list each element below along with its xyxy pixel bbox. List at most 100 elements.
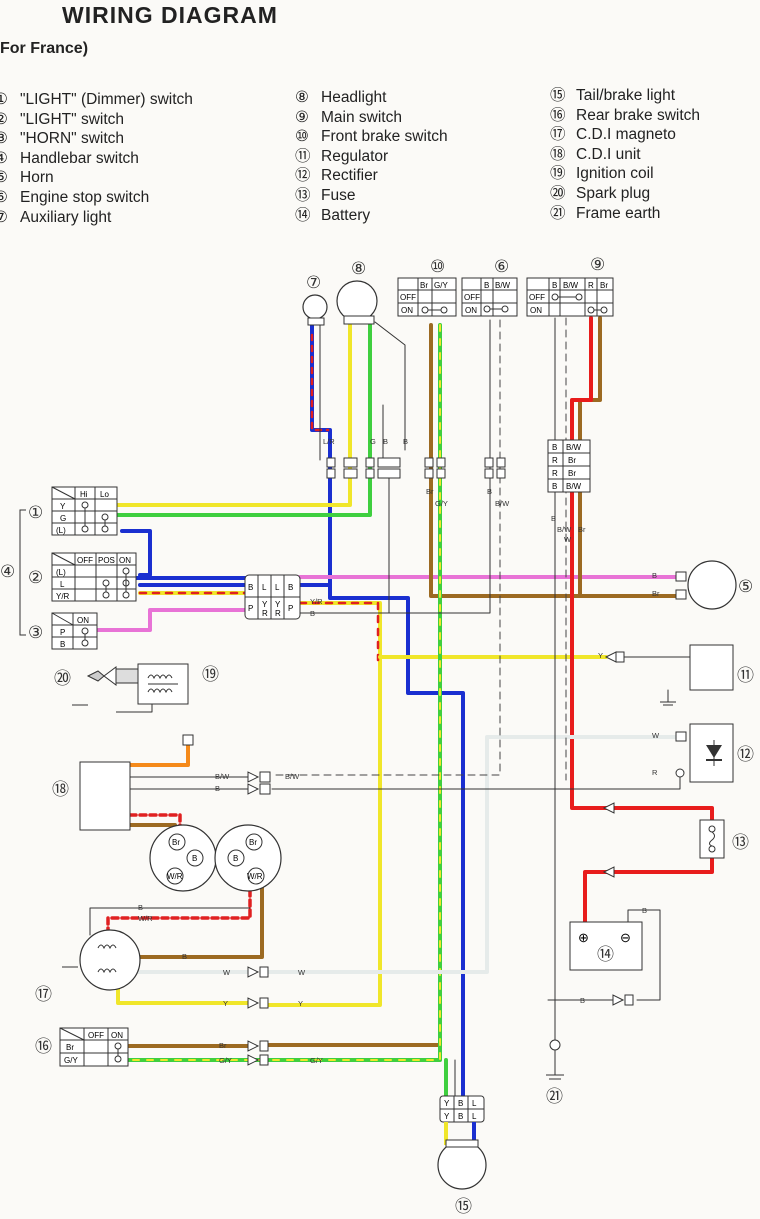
switch-off-label: OFF — [529, 293, 545, 302]
wire-green-headlight — [114, 323, 372, 517]
connector-pin-label: R — [262, 609, 268, 618]
earth-terminal — [549, 1039, 561, 1051]
callout-20: ⑳ — [54, 669, 71, 688]
wire-label: B — [138, 903, 143, 912]
wire-label: Y — [223, 999, 228, 1008]
rectifier — [675, 723, 734, 783]
connector-pin-label: B — [458, 1099, 463, 1108]
wire-orange-coil — [128, 743, 190, 767]
wire-black-coil — [123, 703, 153, 713]
legend-text: "HORN" switch — [20, 130, 125, 148]
legend-text: Ignition coil — [576, 165, 654, 183]
wire-label: B — [310, 609, 315, 618]
switch-contact — [114, 1055, 122, 1063]
switch-col-label: B — [552, 281, 557, 290]
cdi-magneto — [62, 929, 269, 1009]
connector-pin-label: Y — [262, 600, 268, 609]
legend-item: ⑭ Battery — [295, 206, 448, 226]
wire-labels: L/R G B B B B/W Br G/Y B B/W Br W B Br Y… — [138, 437, 660, 1065]
switch-col-label: OFF — [77, 556, 93, 565]
plug-cap-body — [115, 668, 139, 684]
wire-label: Br — [578, 525, 586, 534]
front-brake-switch: OFF ON Br G/Y — [397, 277, 457, 317]
callout-2: ② — [28, 568, 43, 587]
wire-label: Br — [652, 589, 660, 598]
battery-positive-terminal: ⊕ — [578, 930, 589, 945]
wire-label: Y — [598, 651, 603, 660]
wire-label: Br — [219, 1041, 227, 1050]
switch-row-label: Y — [60, 502, 66, 511]
handlebar-bracket — [19, 509, 26, 636]
wire-black-headlight — [374, 321, 406, 451]
magneto-plug-right — [214, 824, 282, 892]
switch-frame — [51, 612, 98, 650]
connector-pin — [624, 994, 634, 1006]
callout-6: ⑥ — [494, 257, 509, 276]
connector-arrow — [247, 1040, 260, 1052]
plug-cap-icon — [103, 666, 117, 686]
legend-column-1: ①"LIGHT" (Dimmer) switch ②"LIGHT" switch… — [0, 90, 193, 227]
legend-number: ⑨ — [295, 108, 309, 126]
connector-pin — [377, 457, 401, 468]
switch-on-label: ON — [530, 306, 542, 315]
switch-col-label: G/Y — [434, 281, 448, 290]
connector-pin-label: Y — [444, 1112, 450, 1121]
regulator-body — [689, 644, 734, 691]
legend-item: ③"HORN" switch — [0, 129, 193, 149]
auxiliary-light — [302, 294, 328, 326]
connector-pin — [259, 783, 271, 795]
wire-yellow-headlight — [114, 323, 352, 507]
callout-3: ③ — [28, 623, 43, 642]
connector-arrow — [612, 994, 625, 1006]
switch-col-label: Br — [420, 281, 428, 290]
wire-label: B — [182, 952, 187, 961]
battery-negative-terminal: ⊖ — [620, 930, 631, 945]
wire-label: B — [551, 514, 556, 523]
wire-label: Y/R — [310, 597, 323, 606]
legend-text: Auxiliary light — [20, 208, 112, 226]
legend-item: ①"LIGHT" (Dimmer) switch — [0, 90, 193, 110]
legend-text: Battery — [321, 206, 371, 224]
switch-col-label: B — [484, 281, 489, 290]
wire-label: B — [403, 437, 408, 446]
callout-14: ⑭ — [597, 945, 614, 964]
wire-label: B/W — [215, 772, 230, 781]
wire-black-ground-2 — [299, 469, 390, 614]
headlight — [336, 280, 378, 325]
wire-label: W/R — [138, 914, 153, 923]
wire-label: R — [652, 768, 658, 777]
connector-arrow — [247, 783, 260, 795]
headlight-bulb — [336, 280, 378, 322]
wire-label: Br — [426, 487, 434, 496]
wire-green-yellow-tracer — [121, 324, 441, 1061]
connector-pin-label: Br — [568, 469, 576, 478]
connector-pin — [365, 457, 375, 468]
legend-number: ⑭ — [295, 206, 311, 224]
callouts: ⑦ ⑧ ⑩ ⑥ ⑨ ① ② ③ ④ ⑤ ⑪ ⑫ ⑬ ⑭ ⑮ ⑯ ⑰ ⑱ ⑲ ⑳ … — [0, 255, 754, 1216]
callout-17: ⑰ — [35, 985, 52, 1004]
connector-arrow — [247, 997, 260, 1009]
wire-label: W — [223, 968, 231, 977]
connector-pin-label: R — [552, 469, 558, 478]
connector-pin-label: B — [248, 583, 253, 592]
legend-number: ⑰ — [550, 126, 566, 144]
callout-21: ㉑ — [546, 1087, 563, 1106]
connector-pin — [496, 457, 506, 468]
magneto-winding — [97, 944, 117, 950]
switch-col-label: B/W — [495, 281, 511, 290]
connector-pin-label: B — [288, 583, 293, 592]
wire-brown-brake — [429, 323, 678, 598]
legend-text: Regulator — [321, 147, 389, 165]
connector-pin-label: Y — [275, 600, 281, 609]
callout-1: ① — [28, 503, 43, 522]
switch-grid-line — [51, 612, 74, 626]
cdi-unit — [79, 761, 271, 831]
switch-contact — [551, 293, 559, 301]
